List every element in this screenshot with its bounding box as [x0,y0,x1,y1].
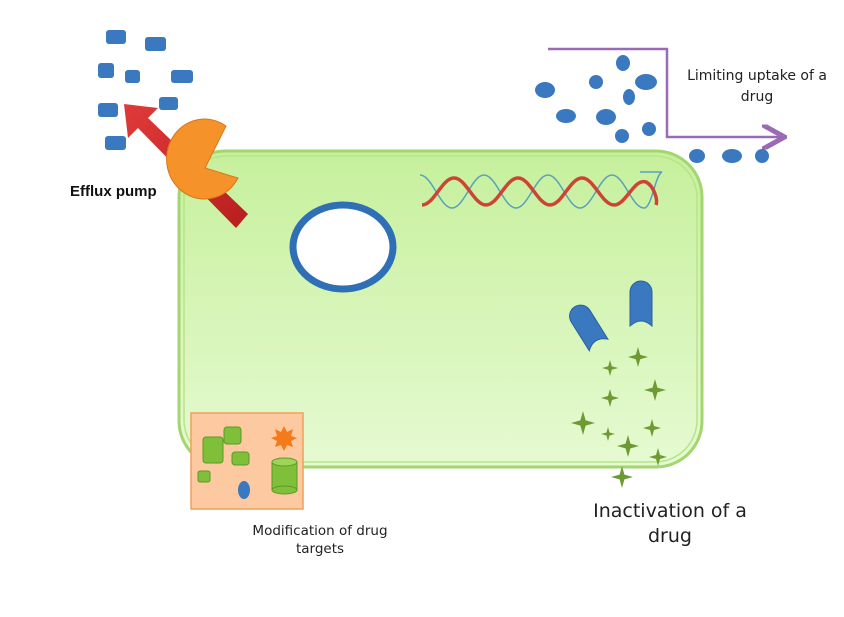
drug-molecule [535,82,555,98]
limiting-uptake-label: Limiting uptake of a drug [687,68,827,105]
dna-strand-red [421,176,659,207]
drug-fragment-star-icon [644,379,666,401]
drug-fragment-star-icon [649,448,667,466]
efflux-pump-icon [166,118,239,200]
modified-drug-star-icon [271,426,297,451]
drug-fragment-star-icon [601,389,619,407]
drug-fragment-star-icon [628,347,648,367]
drug-fragment-star-icon [571,411,595,435]
target-block [223,426,242,445]
dna-strand-blue [419,171,663,209]
drug-capsule-right-icon [629,280,653,328]
drug-molecule [238,481,250,499]
uptake-drug-molecules [535,55,769,163]
drug-molecule [171,70,193,83]
drug-fragment-star-icon [611,466,633,488]
modification-label: Modification of drug targets [252,523,388,557]
efflux-drug-molecules [98,30,193,150]
drug-molecule [159,97,178,110]
drug-molecule [616,55,630,71]
efflux-pump-label: Efflux pump [70,183,157,200]
drug-molecule [106,30,126,44]
drug-molecule [722,149,742,163]
drug-capsule-left-icon [569,304,609,353]
drug-molecule [635,74,657,90]
inactivation-label: Inactivation of a drug [593,500,747,547]
cell-inner-membrane [183,155,698,463]
drug-molecule [105,136,126,150]
plasmid-ring [289,201,397,293]
target-block [197,470,211,483]
drug-target-modification-box [190,412,304,510]
drug-molecule [642,122,656,136]
drug-molecule [125,70,140,83]
target-block [202,436,224,464]
drug-molecule [145,37,166,51]
target-cylinder-icon [271,457,298,495]
drug-molecule [615,129,629,143]
drug-molecule [98,63,114,78]
drug-molecule [596,109,616,125]
drug-molecule [98,103,118,117]
drug-fragment-star-icon [602,360,618,376]
drug-fragment-star-icon [643,419,661,437]
drug-fragment-star-icon [601,427,615,441]
drug-molecule [556,109,576,123]
drug-molecule [589,75,603,89]
target-block [231,451,250,466]
uptake-barrier-arrow [548,47,782,137]
drug-molecule [755,149,769,163]
inactivated-drug-fragments [571,347,667,488]
drug-molecule [689,149,705,163]
drug-molecule [623,89,635,105]
drug-fragment-star-icon [617,435,639,457]
